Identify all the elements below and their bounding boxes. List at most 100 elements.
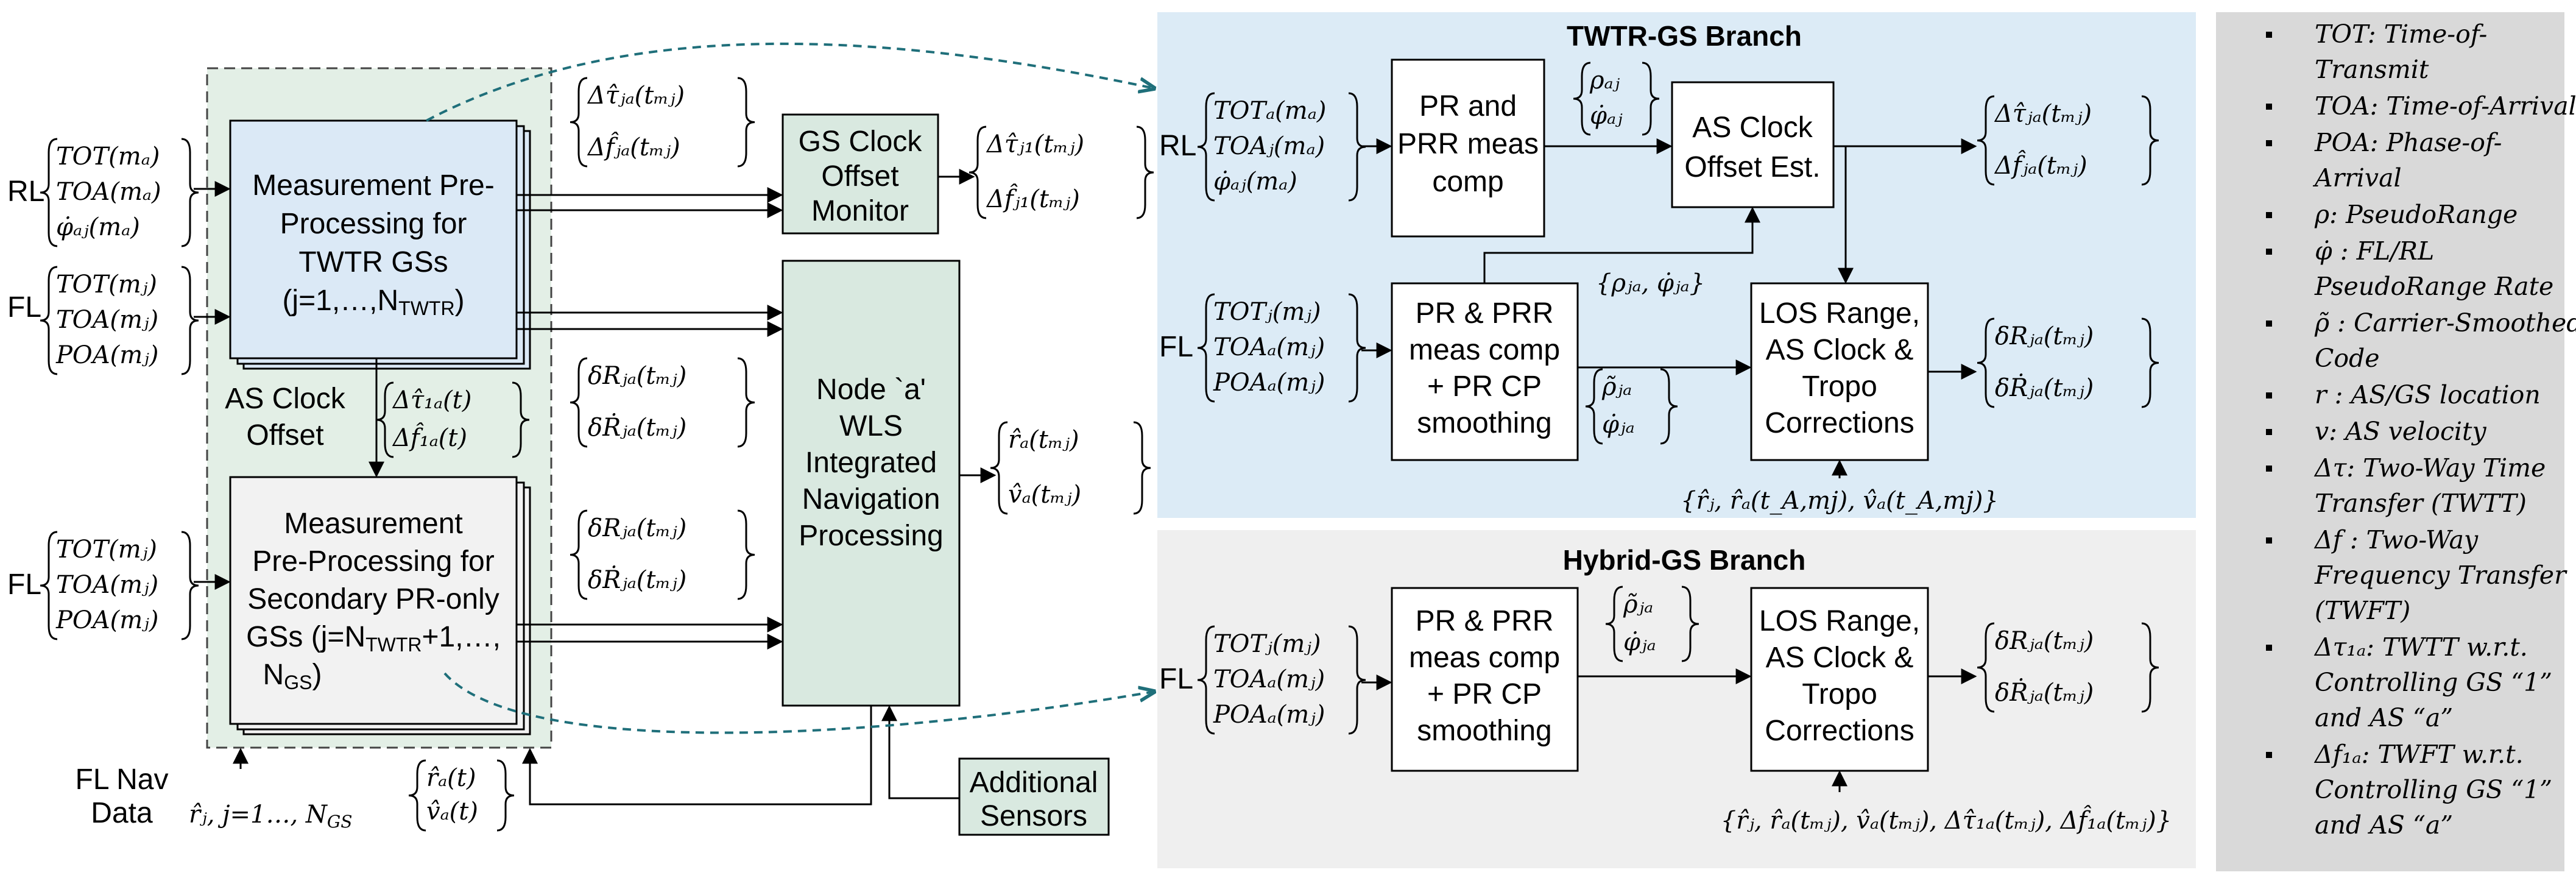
gs-out-right-brace (1136, 126, 1154, 219)
hybrid-fl-inputs-right-brace (1348, 625, 1366, 735)
twtr-los-out-item: δṘⱼₐ(tₘⱼ) (1995, 374, 2094, 402)
twtr-box-range: (j=1,…,N (282, 285, 398, 317)
twtr-fl-inputs-right-brace (1348, 293, 1366, 403)
rl-inputs-item: φ̇ₐⱼ(mₐ) (56, 213, 140, 241)
twtr-box-line-4: (j=1,…,NTWTR) (282, 285, 464, 319)
hybrid-branch-title: Hybrid-GS Branch (1563, 544, 1806, 576)
twtr-los-line-4: Corrections (1765, 407, 1914, 439)
as-clock-vals-right-brace (512, 381, 530, 458)
legend-text: (TWFT) (2315, 596, 2410, 625)
twtr-smooth-out-item: ρ̃ⱼₐ (1601, 373, 1632, 401)
hybrid-smooth-box (1391, 587, 1579, 772)
hybrid-fl-prefix: FL (1159, 663, 1193, 695)
mid-out-1-item: δṘⱼₐ(tₘⱼ) (588, 413, 686, 442)
teal-link-bottom (443, 672, 1154, 734)
mid-out-2-left-brace (570, 509, 588, 600)
twtr-los-out-left-brace (1977, 317, 1995, 408)
hybrid-smooth-line-1: PR & PRR (1416, 605, 1554, 637)
twtr-los-line-1: LOS Range, (1759, 297, 1920, 330)
sensors-line-2: Sensors (980, 800, 1087, 832)
twtr-smooth-line-3: + PR CP (1427, 370, 1542, 403)
twtr-clock-line-2: Offset Est. (1684, 151, 1820, 183)
hybrid-los-line-4: Corrections (1765, 715, 1914, 747)
legend-text: Transfer (TWTT) (2315, 489, 2527, 518)
twtr-inputs-item: TOAⱼ(mₐ) (1213, 132, 1325, 160)
legend-bullet (2266, 140, 2272, 146)
twtr-los-in: {r̂ⱼ, r̂ₐ(t_A,mj), v̂ₐ(t_A,mj)} (1681, 487, 1999, 515)
fl2-inputs-item: POA(mⱼ) (55, 606, 158, 634)
twtr-smooth-line-2: meas comp (1409, 334, 1560, 366)
wls-line-2: WLS (839, 410, 903, 442)
twtr-box-line-3: TWTR GSs (298, 246, 448, 278)
mid-out-1-item: δRⱼₐ(tₘⱼ) (588, 362, 686, 390)
legend-bullet (2266, 212, 2272, 218)
legend-text: and AS “a” (2315, 703, 2453, 732)
legend-text: ρ̃ : Carrier-Smoothed (2314, 308, 2576, 338)
gs-out-left-brace (969, 126, 987, 219)
nav-data-sub-main: r̂ⱼ, j=1…, N (189, 801, 328, 829)
hybrid-fl-inputs-left-brace (1197, 625, 1215, 735)
sec-box-line-3: Secondary PR-only (247, 583, 499, 615)
brace-groups: TOT(mₐ)TOA(mₐ)φ̇ₐⱼ(mₐ)TOT(mⱼ)TOA(mⱼ)POA(… (40, 62, 2172, 835)
legend-bullet (2266, 321, 2272, 327)
twtr-inputs-item: TOTₐ(mₐ) (1213, 97, 1326, 125)
legend-text: ρ: PseudoRange (2314, 200, 2518, 229)
gs-box-line-1: GS Clock (799, 126, 923, 158)
fl1-inputs-item: POA(mⱼ) (55, 341, 158, 369)
twtr-los-out-item: δRⱼₐ(tₘⱼ) (1995, 322, 2094, 350)
as-clock-vals-item: Δf̂₁ₐ(t) (392, 423, 467, 452)
legend-text: Δτ₁ₐ: TWTT w.r.t. (2313, 632, 2528, 662)
sec-box-range-2: +1,…, (422, 621, 501, 653)
hybrid-smooth-line-3: + PR CP (1427, 678, 1542, 710)
twtr-smooth-out-right-brace (1660, 368, 1678, 445)
legend-text: POA: Phase-of- (2314, 128, 2502, 157)
fl2-inputs-right-brace (181, 531, 199, 640)
fl2-inputs-item: TOA(mⱼ) (56, 571, 158, 599)
sec-box-range: GSs (j=N (246, 621, 365, 653)
additional-sensors-box (958, 757, 1110, 836)
twtr-rl-prefix: RL (1159, 130, 1196, 162)
hybrid-los-line-1: LOS Range, (1759, 605, 1920, 637)
twtr-branch-title: TWTR-GS Branch (1567, 20, 1802, 52)
twtr-fl-inputs-item: POAₐ(mⱼ) (1213, 369, 1325, 397)
twtr-box-line-1: Measurement Pre- (252, 169, 494, 202)
fl1-inputs-left-brace (40, 266, 58, 375)
twtr-smooth-line-4: smoothing (1417, 407, 1551, 439)
legend-bullet (2266, 249, 2272, 255)
rl-inputs-left-brace (40, 138, 58, 247)
legend-text: Arrival (2312, 163, 2402, 193)
twtr-box-close: ) (455, 285, 465, 317)
feedback-vals-left-brace (408, 759, 426, 832)
fl2-inputs-left-brace (40, 531, 58, 640)
legend-bullet (2266, 537, 2272, 544)
twtr-fl-inputs-item: TOAₐ(mⱼ) (1213, 333, 1325, 361)
rl-inputs-item: TOT(mₐ) (56, 143, 160, 171)
mid-out-1-left-brace (570, 357, 588, 448)
sec-box-line-1: Measurement (284, 508, 462, 540)
twtr-fl-prefix: FL (1159, 331, 1193, 363)
gs-out-item: Δf̂ⱼ₁(tₘⱼ) (986, 184, 1080, 213)
twtr-pr-line-3: comp (1432, 166, 1503, 198)
top-out-item: Δf̂ⱼₐ(tₘⱼ) (587, 132, 680, 161)
hybrid-fl-inputs-item: POAₐ(mⱼ) (1213, 701, 1325, 729)
mid-out-1-right-brace (737, 357, 755, 448)
fl1-inputs-item: TOT(mⱼ) (56, 271, 157, 299)
legend-text: Δf : Two-Way (2313, 525, 2479, 554)
fl2-inputs-item: TOT(mⱼ) (56, 536, 157, 564)
nav-data-line-2: Data (91, 797, 153, 829)
mid-out-2-right-brace (737, 509, 755, 600)
gs-box-line-3: Monitor (811, 195, 909, 227)
twtr-smooth-box (1391, 282, 1579, 461)
legend-text: Code (2315, 344, 2380, 373)
sec-box-line-2: Pre-Processing for (252, 545, 494, 578)
rl-inputs-right-brace (181, 138, 199, 247)
top-out-right-brace (737, 77, 755, 168)
legend-text: and AS “a” (2315, 810, 2453, 840)
wls-line-3: Integrated (805, 447, 937, 479)
twtr-rho-pair: {ρⱼₐ, φ̇ⱼₐ} (1596, 269, 1705, 297)
legend-text: TOT: Time-of- (2315, 19, 2487, 49)
twtr-inputs-right-brace (1348, 92, 1366, 202)
twtr-clock-line-1: AS Clock (1692, 112, 1813, 144)
